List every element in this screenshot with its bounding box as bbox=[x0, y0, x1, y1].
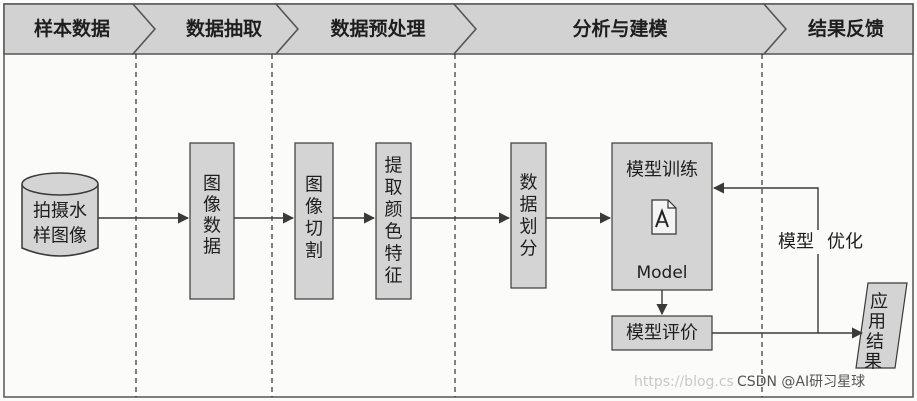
color-feature-char-4: 色 bbox=[385, 222, 403, 243]
image-cut-char-1: 图 bbox=[305, 175, 323, 196]
image-data-char-4: 据 bbox=[203, 237, 221, 258]
stage-label-preprocess: 数据预处理 bbox=[330, 17, 425, 40]
data-split-box: 数 据 划 分 bbox=[510, 142, 547, 289]
feedback-label-model: 模型 bbox=[778, 232, 814, 253]
data-split-char-4: 分 bbox=[520, 239, 538, 260]
watermark-url: https://blog.cs bbox=[634, 374, 734, 390]
data-split-char-2: 据 bbox=[520, 195, 538, 216]
stage-label-feedback: 结果反馈 bbox=[808, 17, 884, 40]
diagram-frame bbox=[3, 3, 914, 398]
flow-connectors bbox=[98, 182, 864, 339]
model-file-icon bbox=[651, 199, 677, 235]
color-feature-char-1: 提 bbox=[385, 156, 403, 177]
image-cut-char-2: 像 bbox=[305, 197, 323, 218]
feedback-label-backdrop bbox=[768, 230, 872, 254]
color-feature-char-3: 颜 bbox=[385, 200, 403, 221]
data-split-char-1: 数 bbox=[520, 173, 538, 194]
stage-label-model: 分析与建模 bbox=[572, 17, 668, 40]
data-split-char-3: 划 bbox=[520, 217, 538, 238]
image-data-char-3: 数 bbox=[203, 216, 221, 237]
stage-chevron-feedback bbox=[762, 3, 914, 55]
image-data-box: 图 像 数 据 bbox=[189, 142, 235, 300]
app-result-char-1: 应 bbox=[870, 292, 888, 313]
image-cut-char-4: 割 bbox=[305, 241, 323, 262]
stage-label-extract: 数据抽取 bbox=[186, 17, 262, 40]
app-result-char-4: 果 bbox=[864, 352, 882, 373]
model-eval-label: 模型评价 bbox=[626, 323, 698, 344]
image-data-char-2: 像 bbox=[203, 195, 221, 216]
model-icon-label: Model bbox=[636, 263, 687, 283]
stage-header-band: 样本数据 数据抽取 数据预处理 分析与建模 结果反馈 bbox=[3, 3, 914, 55]
app-result-char-3: 结 bbox=[866, 332, 884, 353]
color-feature-box: 提 取 颜 色 特 征 bbox=[375, 142, 412, 300]
sample-images-line-2: 样图像 bbox=[33, 226, 87, 247]
lane-separators bbox=[135, 54, 763, 397]
color-feature-char-5: 特 bbox=[385, 244, 403, 265]
sample-images-cylinder: 拍摄水 样图像 bbox=[21, 172, 99, 257]
model-eval-box: 模型评价 bbox=[611, 315, 713, 351]
stage-label-sample: 样本数据 bbox=[34, 17, 110, 40]
app-result-parallelogram: 应 用 结 果 bbox=[855, 282, 908, 373]
model-training-title: 模型训练 bbox=[626, 160, 698, 181]
image-cut-box: 图 像 切 割 bbox=[294, 142, 334, 300]
image-data-char-1: 图 bbox=[203, 174, 221, 195]
color-feature-char-6: 征 bbox=[385, 266, 403, 287]
feedback-label-optimize: 优化 bbox=[827, 232, 863, 253]
image-cut-char-3: 切 bbox=[305, 219, 323, 240]
model-training-box: 模型训练 Model bbox=[611, 142, 713, 291]
sample-images-line-1: 拍摄水 bbox=[33, 201, 87, 222]
color-feature-char-2: 取 bbox=[385, 178, 403, 199]
watermark-credit: CSDN @AI研习星球 bbox=[737, 374, 865, 390]
arrow-feedback-loop bbox=[712, 182, 819, 333]
app-result-char-2: 用 bbox=[868, 312, 886, 333]
